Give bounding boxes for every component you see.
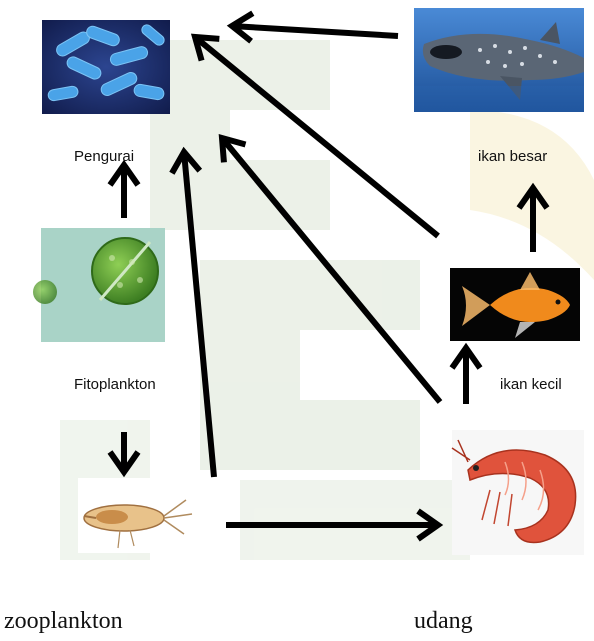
arrow-fitoplankton-to-pengurai [110,165,138,218]
shrimp-image [452,430,584,555]
label-udang: udang [414,608,473,635]
bacteria-image [42,20,170,114]
label-pengurai: Pengurai [74,148,134,165]
label-zooplankton: zooplankton [4,608,123,635]
phytoplankton-image [33,228,165,342]
zooplankton-image [78,478,196,553]
goldfish-image [450,268,580,341]
arrow-udang-to-ikan_kecil [452,348,480,404]
whale-shark-image [414,8,584,112]
label-ikan-besar: ikan besar [478,148,547,165]
label-fitoplankton: Fitoplankton [74,376,156,393]
label-ikan-kecil: ikan kecil [500,376,562,393]
arrow-ikan_besar-to-pengurai [232,13,398,41]
